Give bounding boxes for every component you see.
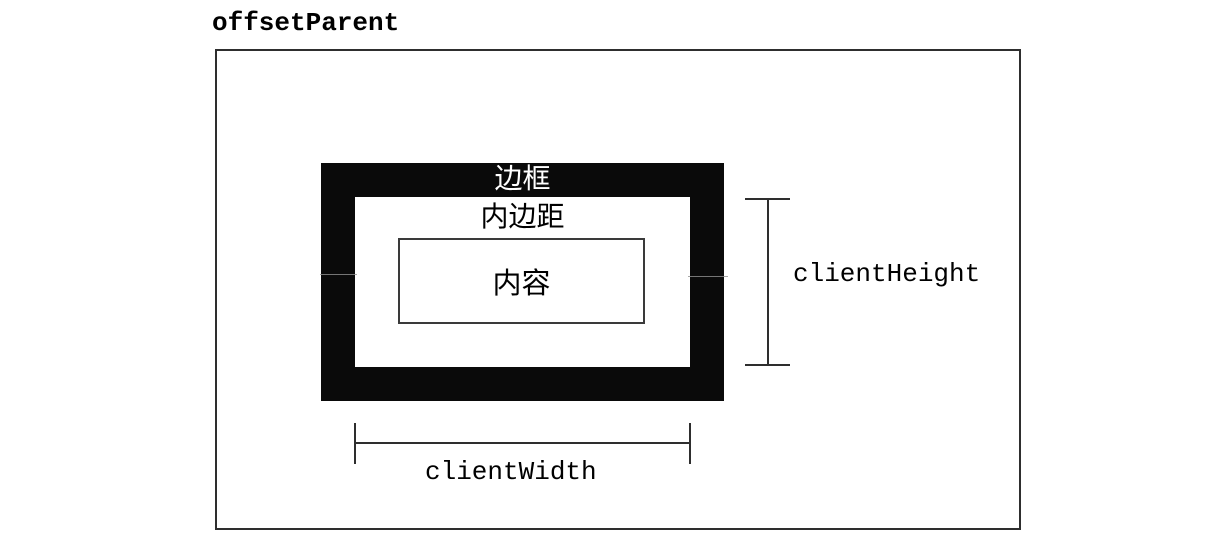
- clientheight-cap-top: [745, 198, 790, 200]
- content-box: 内容: [398, 238, 645, 324]
- seam-line-left: [320, 274, 357, 275]
- clientwidth-label: clientWidth: [425, 457, 597, 487]
- border-label: 边框: [494, 164, 551, 195]
- clientwidth-cap-right: [689, 423, 691, 464]
- page-title: offsetParent: [212, 8, 400, 38]
- padding-label: 内边距: [480, 202, 565, 233]
- clientheight-cap-bottom: [745, 364, 790, 366]
- seam-line-right: [688, 276, 728, 277]
- content-label: 内容: [492, 268, 551, 300]
- clientheight-label: clientHeight: [793, 259, 981, 289]
- clientwidth-measure-line: [354, 442, 691, 444]
- clientheight-measure-line: [767, 198, 769, 366]
- clientwidth-cap-left: [354, 423, 356, 464]
